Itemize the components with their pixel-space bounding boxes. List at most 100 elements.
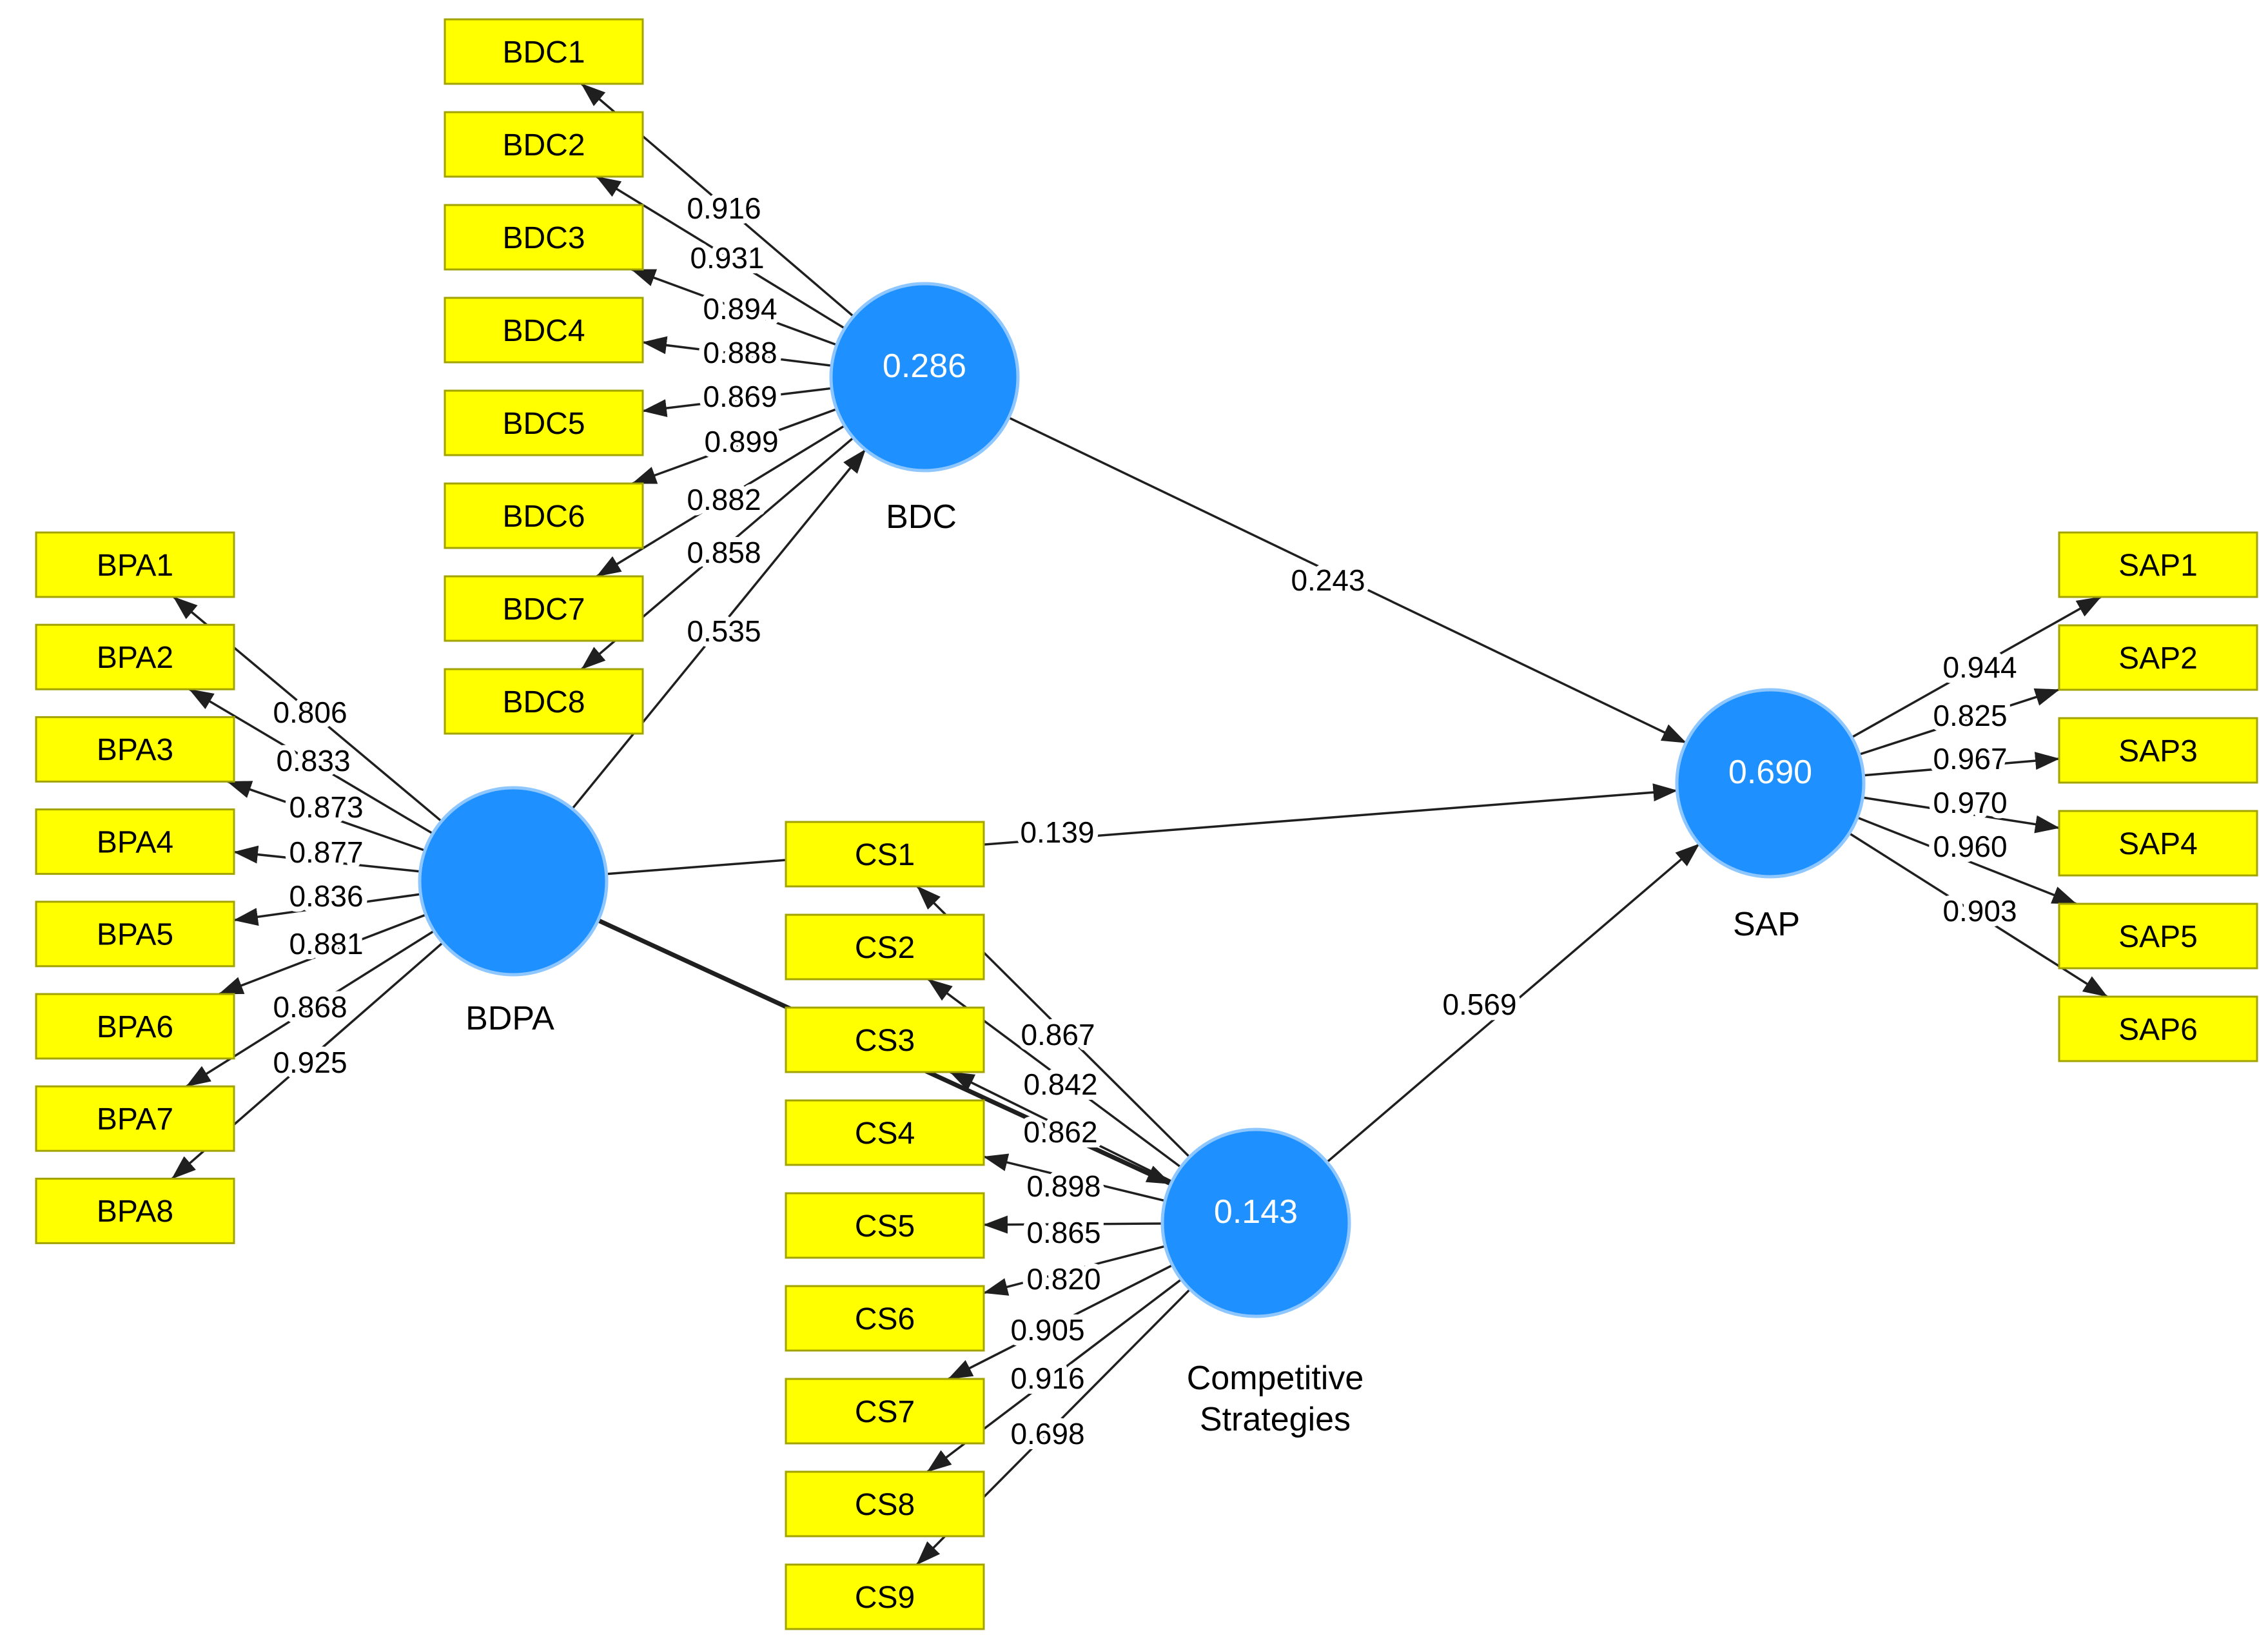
path-arrow-BDC-SAP[interactable] bbox=[1008, 416, 1687, 744]
loading-value-CS9: 0.698 bbox=[1010, 1417, 1084, 1450]
arrow-CS6 bbox=[983, 1245, 1166, 1296]
indicator-box-CS5[interactable] bbox=[785, 1192, 985, 1259]
indicator-label-BDC7: BDC7 bbox=[502, 592, 585, 627]
arrow-BPA7 bbox=[186, 930, 435, 1088]
indicator-box-BPA8[interactable] bbox=[35, 1177, 235, 1244]
construct-name-BDPA: BDPA bbox=[465, 1000, 554, 1037]
indicator-box-BDC1[interactable] bbox=[444, 18, 644, 85]
indicator-box-BDC4[interactable] bbox=[444, 297, 644, 364]
loading-value-BPA7: 0.868 bbox=[273, 990, 347, 1024]
indicator-box-BPA5[interactable] bbox=[35, 901, 235, 968]
indicator-label-CS8: CS8 bbox=[855, 1488, 915, 1522]
indicator-box-CS2[interactable] bbox=[785, 913, 985, 981]
indicator-label-CS4: CS4 bbox=[855, 1117, 915, 1151]
indicator-label-BPA2: BPA2 bbox=[97, 641, 173, 675]
loading-value-CS1: 0.867 bbox=[1021, 1018, 1095, 1051]
indicator-box-BDC8[interactable] bbox=[444, 668, 644, 735]
r-squared-CS: 0.143 bbox=[1214, 1193, 1298, 1231]
indicator-box-CS4[interactable] bbox=[785, 1099, 985, 1166]
indicator-box-CS9[interactable] bbox=[785, 1563, 985, 1630]
indicator-box-BPA3[interactable] bbox=[35, 716, 235, 783]
loading-value-BPA1: 0.806 bbox=[273, 696, 347, 729]
arrow-CS7 bbox=[948, 1264, 1173, 1380]
loading-value-SAP3: 0.967 bbox=[1933, 742, 2007, 776]
loading-value-BPA6: 0.881 bbox=[289, 927, 363, 961]
indicator-box-SAP3[interactable] bbox=[2058, 717, 2258, 784]
indicator-box-SAP4[interactable] bbox=[2058, 810, 2258, 877]
indicator-label-BDC5: BDC5 bbox=[502, 407, 585, 441]
indicator-label-BPA5: BPA5 bbox=[97, 918, 173, 952]
loading-value-CS4: 0.898 bbox=[1026, 1169, 1100, 1203]
indicator-box-CS6[interactable] bbox=[785, 1285, 985, 1352]
labels-layer: BDC10.916BDC20.931BDC30.894BDC40.888BDC5… bbox=[97, 35, 2198, 1615]
indicator-box-SAP6[interactable] bbox=[2058, 995, 2258, 1062]
indicator-box-BPA6[interactable] bbox=[35, 993, 235, 1060]
indicator-label-BPA4: BPA4 bbox=[97, 825, 173, 859]
arrow-CS3 bbox=[949, 1071, 1173, 1183]
arrow-CS5 bbox=[983, 1215, 1163, 1234]
indicator-label-CS1: CS1 bbox=[855, 838, 915, 872]
indicator-label-BPA1: BPA1 bbox=[97, 549, 173, 583]
indicator-label-SAP1: SAP1 bbox=[2118, 549, 2198, 583]
indicator-label-CS6: CS6 bbox=[855, 1302, 915, 1336]
path-arrow-CS-SAP[interactable] bbox=[1326, 843, 1700, 1164]
indicator-label-BDC3: BDC3 bbox=[502, 221, 585, 255]
indicator-box-BPA1[interactable] bbox=[35, 531, 235, 598]
indicator-box-BDC5[interactable] bbox=[444, 389, 644, 456]
indicator-label-CS2: CS2 bbox=[855, 931, 915, 965]
arrow-SAP2 bbox=[1859, 688, 2060, 756]
indicator-box-SAP1[interactable] bbox=[2058, 531, 2258, 598]
r-squared-BDC: 0.286 bbox=[883, 347, 966, 385]
path-coefficient-BDPA-SAP: 0.139 bbox=[1020, 815, 1094, 849]
path-arrow-BDPA-SAP[interactable] bbox=[606, 783, 1678, 875]
indicator-box-BDC7[interactable] bbox=[444, 575, 644, 642]
indicator-box-BPA2[interactable] bbox=[35, 623, 235, 690]
indicator-box-BDC2[interactable] bbox=[444, 111, 644, 178]
indicator-box-BPA4[interactable] bbox=[35, 808, 235, 875]
indicator-label-BDC1: BDC1 bbox=[502, 35, 585, 70]
loading-value-BDC3: 0.894 bbox=[703, 292, 777, 326]
loading-value-CS5: 0.865 bbox=[1026, 1216, 1100, 1249]
path-arrow-BDPA-BDC[interactable] bbox=[571, 449, 866, 810]
indicator-layer bbox=[35, 18, 2258, 1630]
loading-value-SAP1: 0.944 bbox=[1942, 650, 2017, 684]
r-squared-SAP: 0.690 bbox=[1728, 754, 1812, 791]
arrow-SAP5 bbox=[1857, 816, 2077, 905]
indicator-label-SAP4: SAP4 bbox=[2118, 827, 2198, 861]
arrow-SAP6 bbox=[1848, 832, 2108, 998]
loading-value-BPA8: 0.925 bbox=[273, 1046, 347, 1079]
indicator-label-BPA6: BPA6 bbox=[97, 1010, 173, 1044]
construct-node-SAP[interactable] bbox=[1675, 688, 1866, 879]
loading-value-BDC7: 0.882 bbox=[687, 483, 761, 516]
loading-value-SAP2: 0.825 bbox=[1933, 699, 2007, 732]
loading-value-BDC6: 0.899 bbox=[704, 425, 778, 458]
arrow-BPA6 bbox=[218, 913, 427, 995]
indicator-box-BDC6[interactable] bbox=[444, 482, 644, 549]
loading-value-BDC5: 0.869 bbox=[703, 380, 777, 413]
indicator-box-CS1[interactable] bbox=[785, 821, 985, 888]
indicator-label-CS5: CS5 bbox=[855, 1209, 915, 1244]
indicator-label-SAP3: SAP3 bbox=[2118, 734, 2198, 768]
construct-node-BDPA[interactable] bbox=[418, 786, 609, 977]
construct-node-CS[interactable] bbox=[1160, 1128, 1351, 1318]
arrow-BDC3 bbox=[631, 268, 837, 346]
construct-name-BDC: BDC bbox=[886, 498, 957, 536]
construct-node-BDC[interactable] bbox=[829, 282, 1020, 473]
indicator-label-CS7: CS7 bbox=[855, 1395, 915, 1429]
indicator-box-CS8[interactable] bbox=[785, 1470, 985, 1538]
indicator-box-BDC3[interactable] bbox=[444, 204, 644, 271]
arrow-BPA2 bbox=[188, 688, 434, 835]
indicator-box-CS3[interactable] bbox=[785, 1006, 985, 1073]
indicator-box-SAP2[interactable] bbox=[2058, 624, 2258, 691]
loading-value-BPA3: 0.873 bbox=[289, 790, 363, 824]
indicator-box-CS7[interactable] bbox=[785, 1378, 985, 1445]
construct-name-SAP: SAP bbox=[1733, 906, 1800, 943]
indicator-label-BDC2: BDC2 bbox=[502, 128, 585, 162]
indicator-label-BDC4: BDC4 bbox=[502, 314, 585, 348]
indicator-box-SAP5[interactable] bbox=[2058, 903, 2258, 970]
indicator-box-BPA7[interactable] bbox=[35, 1085, 235, 1152]
arrow-BPA3 bbox=[226, 780, 425, 852]
arrow-SAP4 bbox=[1862, 796, 2060, 834]
loading-value-CS8: 0.916 bbox=[1010, 1362, 1084, 1395]
